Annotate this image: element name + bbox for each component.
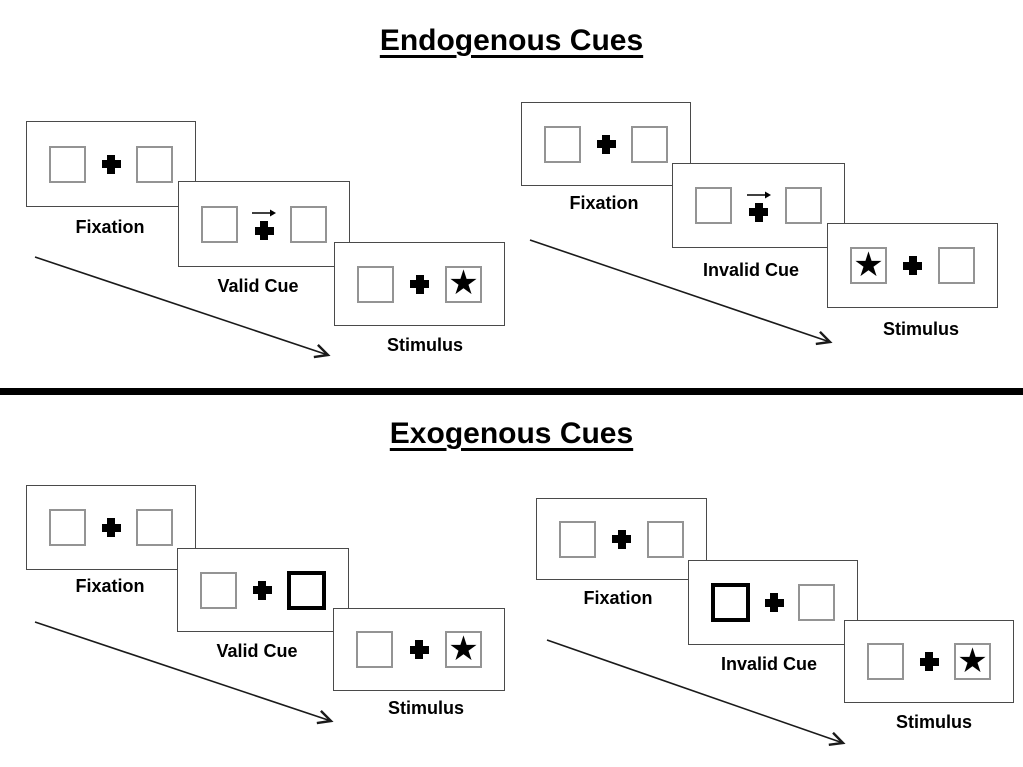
right-box: ★: [445, 631, 482, 668]
right-box: [647, 520, 684, 558]
right-box: [136, 145, 173, 183]
left-box: [200, 571, 237, 609]
left-box: [559, 520, 596, 558]
right-box: [785, 187, 822, 224]
fixation-cross-icon: [764, 593, 784, 612]
right-arrow-cue-icon: [746, 191, 771, 198]
step-label: Stimulus: [386, 335, 464, 355]
fixation-panel: [536, 498, 707, 580]
timeline-arrow: [529, 239, 833, 346]
right-box: [136, 509, 173, 546]
left-box: [867, 643, 904, 680]
fixation-cross-icon: [596, 134, 616, 154]
step-label: Invalid Cue: [720, 654, 818, 674]
section-title-exogenous: Exogenous Cues: [389, 417, 634, 450]
stimulus-panel: ★: [827, 223, 998, 308]
fixation-panel: [26, 485, 196, 570]
valid-cue-panel: [177, 548, 349, 632]
right-box: [290, 205, 327, 243]
step-label: Stimulus: [882, 319, 960, 339]
timeline-arrow: [34, 256, 331, 359]
step-label: Valid Cue: [217, 276, 299, 296]
highlighted-right-box: [287, 570, 326, 610]
fixation-cross-icon: [903, 256, 922, 275]
left-box: [544, 125, 581, 163]
left-box: ★: [850, 247, 887, 284]
timeline-arrow: [34, 621, 334, 725]
step-label: Invalid Cue: [702, 260, 800, 280]
step-label: Fixation: [75, 576, 145, 596]
right-box: ★: [954, 643, 991, 680]
timeline-arrow: [546, 639, 846, 747]
section-divider: [0, 388, 1023, 395]
left-box: [357, 265, 394, 303]
step-label: Valid Cue: [216, 641, 298, 661]
fixation-cross-icon: [101, 518, 121, 537]
section-title-endogenous: Endogenous Cues: [379, 24, 644, 57]
right-box: ★: [445, 263, 482, 303]
stimulus-panel: ★: [844, 620, 1014, 703]
fixation-cross-icon: [919, 652, 939, 671]
step-label: Fixation: [569, 193, 639, 213]
left-box: [49, 509, 86, 546]
invalid-cue-panel: [672, 163, 845, 248]
stimulus-panel: ★: [334, 242, 505, 326]
step-label: Stimulus: [387, 698, 465, 718]
left-box: [356, 631, 393, 668]
fixation-cross-icon: [101, 154, 121, 174]
step-label: Fixation: [75, 217, 145, 237]
left-box: [695, 187, 732, 224]
fixation-cross-icon: [410, 274, 429, 294]
left-box: [49, 145, 86, 183]
right-box: [938, 247, 975, 284]
left-box: [201, 205, 238, 243]
right-box: [798, 584, 835, 621]
valid-cue-panel: [178, 181, 350, 267]
fixation-cross-icon: [254, 221, 274, 240]
right-arrow-cue-icon: [252, 209, 276, 217]
star-icon: ★: [448, 263, 479, 303]
star-icon: ★: [853, 244, 884, 285]
step-label: Fixation: [583, 588, 653, 608]
fixation-cross-icon: [252, 580, 272, 600]
stimulus-panel: ★: [333, 608, 505, 691]
right-box: [631, 125, 668, 163]
fixation-cross-icon: [612, 529, 631, 549]
fixation-cross-icon: [749, 202, 768, 222]
highlighted-left-box: [711, 583, 750, 622]
invalid-cue-panel: [688, 560, 858, 645]
fixation-panel: [26, 121, 196, 207]
star-icon: ★: [448, 628, 479, 669]
fixation-cross-icon: [409, 640, 429, 659]
step-label: Stimulus: [895, 712, 973, 732]
fixation-panel: [521, 102, 691, 186]
star-icon: ★: [957, 640, 988, 681]
